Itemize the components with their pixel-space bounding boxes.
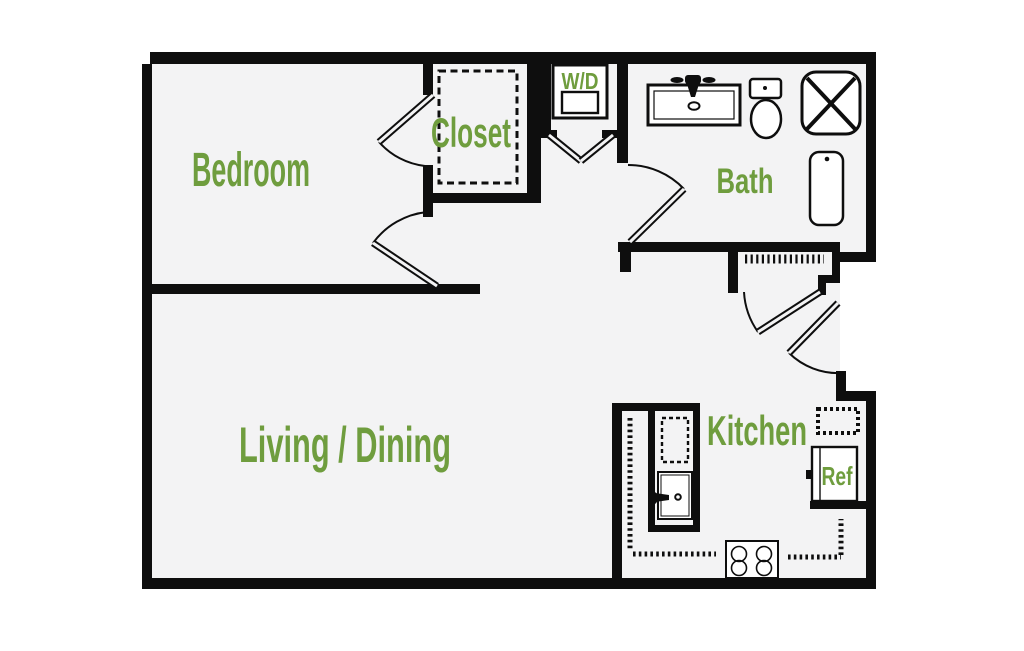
wall-closet-left-a bbox=[423, 52, 433, 95]
wall-wd-right bbox=[617, 52, 628, 163]
wall-entry-lower bbox=[836, 371, 846, 395]
toilet-flush-dot bbox=[763, 86, 767, 90]
wall-wd-left-stub bbox=[541, 130, 557, 138]
wall-kitchen-left bbox=[612, 403, 622, 583]
wall-top bbox=[150, 52, 876, 64]
label-bath: Bath bbox=[717, 162, 774, 201]
wall-wd-left bbox=[541, 52, 551, 138]
wall-hallcloset-right bbox=[832, 252, 840, 277]
bath-faucet-icon bbox=[670, 75, 716, 97]
wd-machine-icon bbox=[560, 90, 600, 115]
cabinet-dashed-lines bbox=[627, 418, 844, 560]
wall-right-lower bbox=[866, 391, 876, 589]
closet-shelf-outline bbox=[437, 69, 519, 185]
wall-hallcloset-left bbox=[728, 252, 738, 293]
label-wd: W/D bbox=[562, 68, 599, 94]
wall-bedroom-living-divider bbox=[142, 284, 480, 294]
bath-fixtures bbox=[646, 70, 862, 227]
wall-left bbox=[142, 64, 152, 589]
ref-handle bbox=[806, 470, 813, 479]
label-closet: Closet bbox=[431, 109, 511, 156]
bedroom-door-arc bbox=[372, 211, 428, 244]
wall-hall-stub bbox=[620, 252, 631, 272]
wall-bath-bottom bbox=[618, 242, 840, 252]
wall-hallcloset-stub bbox=[818, 283, 826, 295]
closet-door-arc bbox=[378, 141, 426, 167]
washer-dryer-unit bbox=[551, 63, 609, 120]
label-kitchen: Kitchen bbox=[707, 407, 807, 454]
stove-cooktop-icon bbox=[725, 540, 779, 579]
bath-drain-icon bbox=[687, 101, 701, 111]
entry-recess-outside bbox=[840, 262, 890, 391]
wall-entry-bottom-step bbox=[836, 391, 876, 401]
wall-below-ref bbox=[810, 501, 866, 509]
wall-bottom bbox=[142, 578, 876, 589]
entry-door-arc bbox=[788, 352, 842, 375]
unit-floor bbox=[152, 64, 866, 578]
label-ref: Ref bbox=[822, 461, 853, 491]
kitchen-faucet-icon bbox=[648, 483, 669, 512]
wall-closet-bottom bbox=[423, 193, 541, 203]
wall-closet-left-b bbox=[423, 165, 433, 217]
upper-cabinet-icon bbox=[816, 407, 860, 435]
kitchen-fixtures bbox=[627, 407, 860, 579]
shower-icon bbox=[800, 70, 862, 136]
refrigerator-icon bbox=[806, 445, 859, 503]
exterior-walls bbox=[142, 52, 876, 589]
wall-hallcloset-step bbox=[818, 275, 840, 283]
wd-bifold-door bbox=[546, 132, 616, 164]
room-labels: Bedroom Closet W/D Bath Living / Dining … bbox=[192, 68, 853, 491]
label-living-dining: Living / Dining bbox=[239, 417, 451, 473]
wall-right-upper bbox=[866, 52, 876, 262]
toilet-bowl-icon bbox=[749, 98, 783, 140]
bath-door-arc bbox=[627, 163, 685, 190]
doors bbox=[371, 92, 842, 375]
wall-entry-top-step bbox=[840, 252, 876, 262]
tall-fixture-icon bbox=[808, 150, 845, 227]
kitchen-drain-icon bbox=[674, 493, 682, 501]
wall-closet-right bbox=[527, 52, 541, 203]
label-bedroom: Bedroom bbox=[192, 144, 310, 197]
